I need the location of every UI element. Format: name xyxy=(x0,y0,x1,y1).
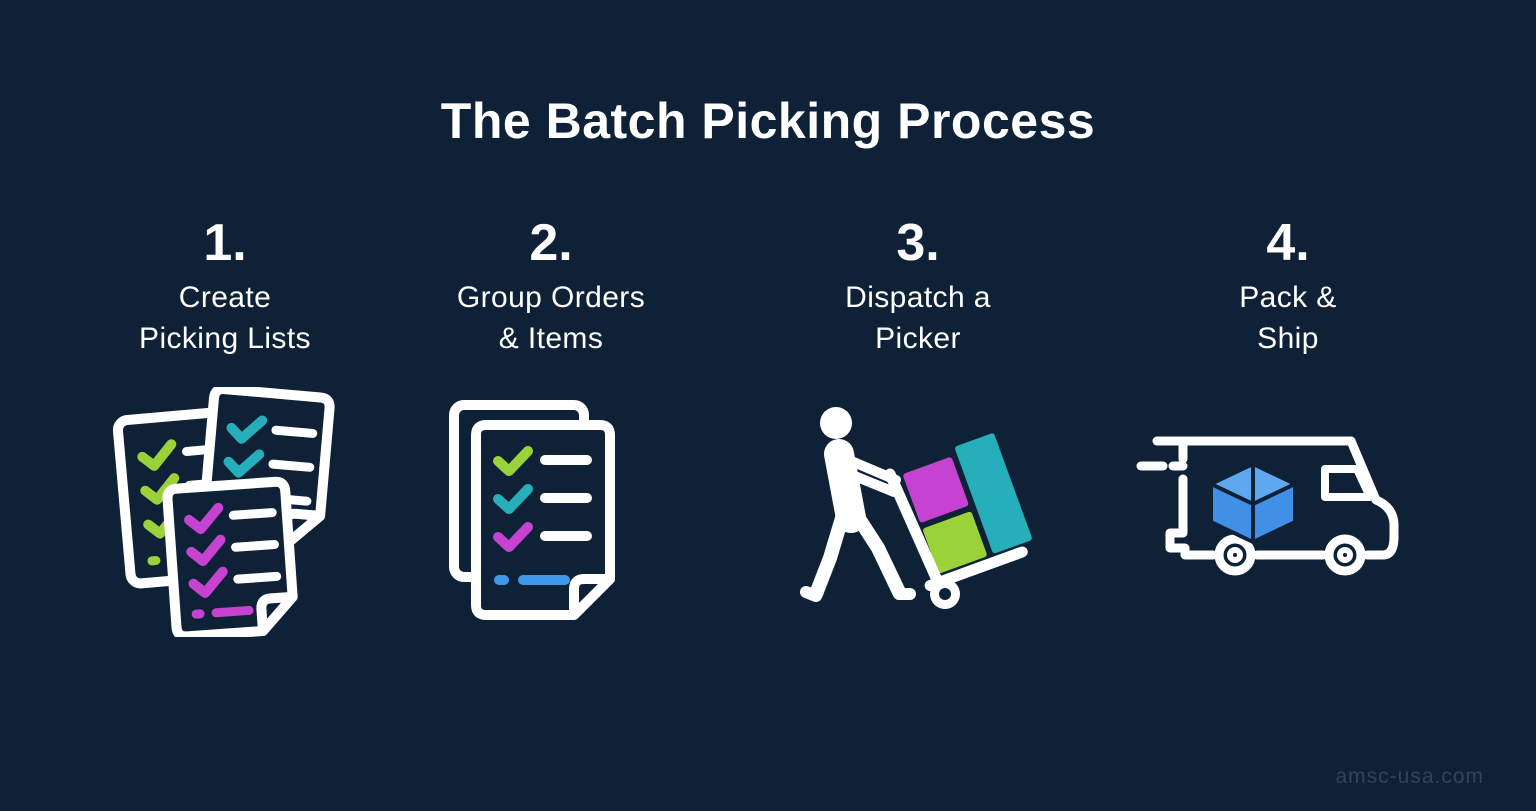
step-2-label-line1: Group Orders xyxy=(456,281,646,314)
step-1-icon-box xyxy=(45,379,405,644)
picking-lists-icon xyxy=(112,386,335,637)
step-3-number: 3. xyxy=(896,214,940,272)
step-3-dispatch-picker: 3. Dispatch a Picker xyxy=(738,215,1098,685)
checklist-document-magenta xyxy=(162,476,298,637)
van-body xyxy=(1152,436,1399,559)
step-3-label: Dispatch a Picker xyxy=(845,277,991,359)
step-4-label-line2: Ship xyxy=(1257,322,1319,355)
step-1-create-picking-lists: 1. Create Picking Lists xyxy=(45,215,405,685)
front-checklist-document xyxy=(471,420,615,620)
step-4-number: 4. xyxy=(1266,214,1310,272)
step-2-label: Group Orders & Items xyxy=(457,277,645,359)
step-2-icon-box xyxy=(371,379,731,644)
step-2-number: 2. xyxy=(529,214,573,272)
step-1-number: 1. xyxy=(203,214,247,272)
step-3-label-line1: Dispatch a xyxy=(845,281,991,314)
pack-ship-icon xyxy=(1136,436,1399,575)
step-3-label-line2: Picker xyxy=(875,322,961,355)
dispatch-picker-icon xyxy=(800,406,1032,609)
step-4-icon-box xyxy=(1108,379,1468,644)
step-1-label: Create Picking Lists xyxy=(139,277,311,359)
step-4-pack-ship: 4. Pack & Ship xyxy=(1108,215,1468,685)
watermark: amsc-usa.com xyxy=(1335,765,1484,788)
step-1-label-line1: Create xyxy=(178,281,272,314)
step-3-icon-box xyxy=(738,379,1098,644)
parcel-box-icon xyxy=(1209,461,1297,544)
step-2-group-orders-items: 2. Group Orders & Items xyxy=(371,215,731,685)
van-wheels xyxy=(1214,534,1366,575)
step-2-label-line2: & Items xyxy=(498,322,604,355)
picker-person xyxy=(800,406,916,602)
van-window xyxy=(1321,464,1374,501)
step-4-label-line1: Pack & xyxy=(1239,281,1337,314)
step-4-label: Pack & Ship xyxy=(1239,277,1336,359)
group-orders-icon xyxy=(449,400,615,620)
step-1-label-line2: Picking Lists xyxy=(139,322,311,355)
page-title: The Batch Picking Process xyxy=(440,92,1096,149)
